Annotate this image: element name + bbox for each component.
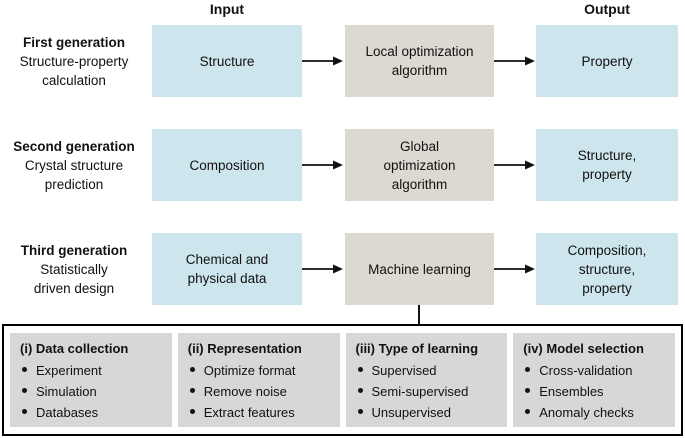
list-item-label: Supervised (371, 363, 437, 378)
flow-arrow-icon (494, 56, 535, 66)
list-item-label: Optimize format (203, 363, 296, 378)
bullet-icon (22, 409, 27, 414)
bullet-icon (525, 388, 531, 393)
input-column-header: Input (209, 1, 245, 17)
output-column-header: Output (584, 1, 630, 17)
flow-arrow-icon (302, 160, 343, 170)
list-item-label: Anomaly checks (539, 405, 634, 420)
list-item: Databases (20, 402, 166, 423)
panel-section-representation: (ii) Representation Optimize format Remo… (177, 333, 340, 427)
section-title: (i) Data collection (20, 341, 129, 356)
generation-subtitle-line: Crystal structure (24, 157, 124, 173)
list-item: Supervised (356, 360, 502, 381)
list-item: Anomaly checks (523, 402, 669, 423)
list-item: Remove noise (188, 381, 334, 402)
bullet-icon (357, 367, 363, 372)
list-item: Extract features (188, 402, 334, 423)
list-item-label: Semi-supervised (371, 384, 469, 399)
section-title: (iv) Model selection (523, 341, 644, 356)
flow-arrow-icon (302, 264, 343, 274)
generation-subtitle-line: prediction (44, 176, 104, 192)
list-item-label: Remove noise (203, 384, 287, 399)
bullet-icon (22, 388, 27, 393)
panel-section-type-of-learning: (iii) Type of learning Supervised Semi-s… (345, 333, 508, 427)
generation-subtitle-line: calculation (42, 72, 106, 88)
list-item: Cross-validation (523, 360, 669, 381)
list-item-label: Cross-validation (539, 363, 633, 378)
bullet-icon (189, 409, 195, 414)
flow-arrow-icon (494, 264, 535, 274)
list-item: Experiment (20, 360, 166, 381)
list-item-label: Extract features (203, 405, 295, 420)
generation-subtitle-line: driven design (33, 280, 115, 296)
output-box-composition-structure-property: Composition,structure,property (536, 233, 678, 305)
bullet-icon (22, 367, 27, 372)
panel-section-model-selection: (iv) Model selection Cross-validation En… (513, 333, 675, 427)
list-item-label: Experiment (36, 363, 102, 378)
list-item: Semi-supervised (356, 381, 502, 402)
section-title: (ii) Representation (187, 341, 302, 356)
bullet-icon (357, 409, 363, 414)
list-item: Unsupervised (356, 402, 502, 423)
list-item-label: Unsupervised (371, 405, 452, 420)
list-item: Simulation (20, 381, 166, 402)
generation-label-first: First generation Structure-property calc… (0, 25, 148, 97)
list-item: Optimize format (188, 360, 334, 381)
input-box-composition: Composition (152, 129, 302, 201)
generation-subtitle-line: Statistically (40, 261, 108, 277)
generation-label-second: Second generation Crystal structure pred… (0, 129, 148, 201)
generation-title: First generation (22, 34, 125, 50)
ml-to-panel-connector-line (418, 305, 420, 325)
input-box-structure: Structure (152, 25, 302, 97)
list-item-label: Simulation (36, 384, 97, 399)
generation-label-third: Third generation Statistically driven de… (0, 233, 148, 305)
flow-arrow-icon (302, 56, 343, 66)
output-box-property: Property (536, 25, 678, 97)
list-item-label: Databases (36, 405, 99, 420)
output-box-structure-property: Structure,property (536, 129, 678, 201)
generation-title: Third generation (20, 242, 128, 258)
machine-learning-steps-panel: (i) Data collection Experiment Simulatio… (2, 324, 683, 436)
panel-section-data-collection: (i) Data collection Experiment Simulatio… (10, 333, 172, 427)
list-item: Ensembles (523, 381, 669, 402)
process-box-machine-learning: Machine learning (345, 233, 494, 305)
generation-subtitle-line: Structure-property (19, 53, 129, 69)
flow-arrow-icon (494, 160, 535, 170)
bullet-icon (525, 409, 531, 414)
section-title: (iii) Type of learning (355, 341, 479, 356)
list-item-label: Ensembles (539, 384, 604, 399)
bullet-icon (189, 388, 195, 393)
bullet-icon (525, 367, 531, 372)
generation-title: Second generation (13, 138, 135, 154)
bullet-icon (357, 388, 363, 393)
bullet-icon (189, 367, 195, 372)
